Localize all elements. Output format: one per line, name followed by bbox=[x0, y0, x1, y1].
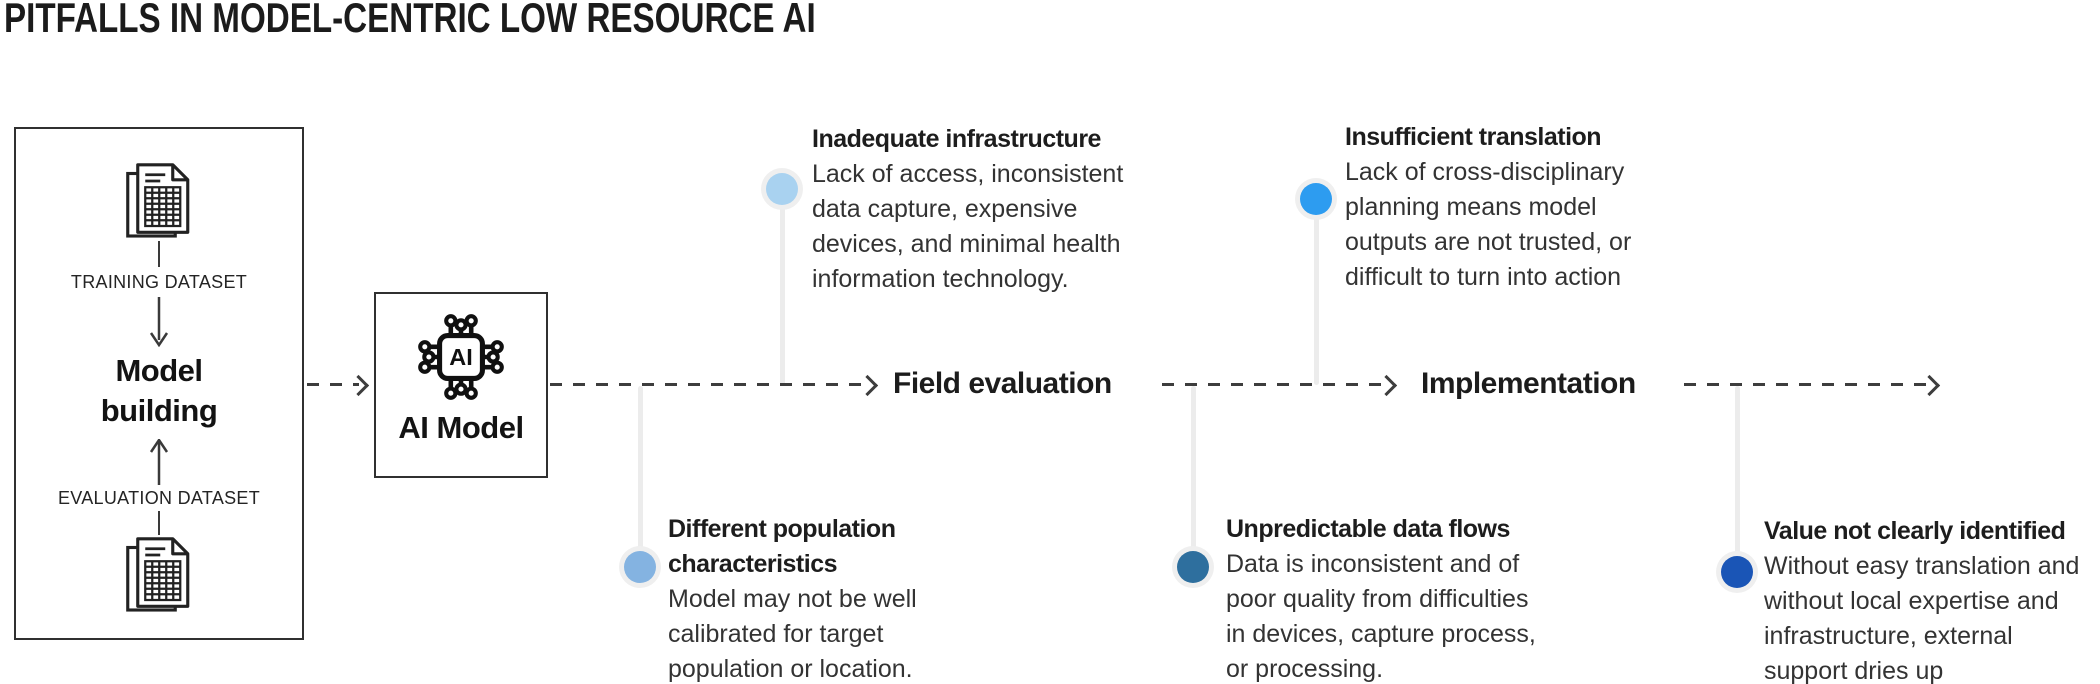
arrowhead-icon bbox=[347, 374, 370, 397]
callout-different-population: Different population characteristics Mod… bbox=[668, 512, 917, 684]
callout-body: Data is inconsistent and of poor quality… bbox=[1226, 550, 1536, 683]
dashed-connector-after-implementation bbox=[1684, 383, 1930, 386]
evaluation-dataset-document-icon bbox=[118, 535, 200, 615]
model-building-title: Model building bbox=[100, 353, 218, 428]
arrowhead-icon bbox=[1918, 374, 1941, 397]
callout-body: Without easy translation and without loc… bbox=[1764, 552, 2080, 684]
callout-body: Model may not be well calibrated for tar… bbox=[668, 585, 917, 683]
callout-dot-unpredictable-data-flows bbox=[1177, 551, 1209, 583]
evaluation-connector-line bbox=[158, 511, 160, 535]
stage-label-field-evaluation: Field evaluation bbox=[893, 367, 1112, 400]
ai-chip-icon bbox=[410, 306, 512, 408]
callout-connector bbox=[780, 196, 785, 385]
ai-model-label: AI Model bbox=[398, 410, 524, 445]
ai-model-box: AI Model bbox=[374, 292, 548, 478]
callout-unpredictable-data-flows: Unpredictable data flows Data is inconsi… bbox=[1226, 512, 1536, 684]
callout-body: Lack of access, inconsistent data captur… bbox=[812, 160, 1124, 293]
arrowhead-icon bbox=[856, 374, 879, 397]
callout-connector bbox=[1191, 386, 1196, 554]
page-title: PITFALLS IN MODEL-CENTRIC LOW RESOURCE A… bbox=[4, 0, 816, 41]
callout-dot-insufficient-translation bbox=[1300, 183, 1332, 215]
callout-connector bbox=[1735, 386, 1740, 558]
callout-dot-different-population bbox=[624, 551, 656, 583]
callout-dot-value-not-identified bbox=[1721, 556, 1753, 588]
callout-body: Lack of cross-disciplinary planning mean… bbox=[1345, 158, 1632, 291]
callout-insufficient-translation: Insufficient translation Lack of cross-d… bbox=[1345, 120, 1631, 295]
down-arrow-icon bbox=[149, 297, 169, 347]
evaluation-dataset-label: EVALUATION DATASET bbox=[57, 488, 261, 508]
training-connector-line bbox=[158, 241, 160, 267]
callout-title: Different population characteristics bbox=[668, 515, 896, 578]
arrowhead-icon bbox=[1375, 374, 1398, 397]
callout-connector bbox=[1314, 206, 1319, 385]
training-dataset-document-icon bbox=[118, 161, 200, 241]
callout-inadequate-infrastructure: Inadequate infrastructure Lack of access… bbox=[812, 122, 1123, 297]
dashed-connector-box-to-model bbox=[307, 383, 359, 386]
callout-connector bbox=[638, 386, 643, 554]
callout-title: Insufficient translation bbox=[1345, 123, 1602, 151]
dashed-connector-to-implementation bbox=[1162, 383, 1387, 386]
dashed-connector-model-to-field-evaluation bbox=[550, 383, 868, 386]
callout-title: Inadequate infrastructure bbox=[812, 125, 1101, 153]
callout-title: Value not clearly identified bbox=[1764, 517, 2066, 545]
callout-dot-inadequate-infrastructure bbox=[766, 173, 798, 205]
callout-title: Unpredictable data flows bbox=[1226, 515, 1510, 543]
stage-label-implementation: Implementation bbox=[1421, 367, 1636, 400]
training-dataset-label: TRAINING DATASET bbox=[70, 272, 248, 292]
model-building-box: TRAINING DATASET Model building EVALUATI… bbox=[14, 127, 304, 640]
up-arrow-icon bbox=[149, 439, 169, 485]
callout-value-not-identified: Value not clearly identified Without eas… bbox=[1764, 514, 2079, 684]
